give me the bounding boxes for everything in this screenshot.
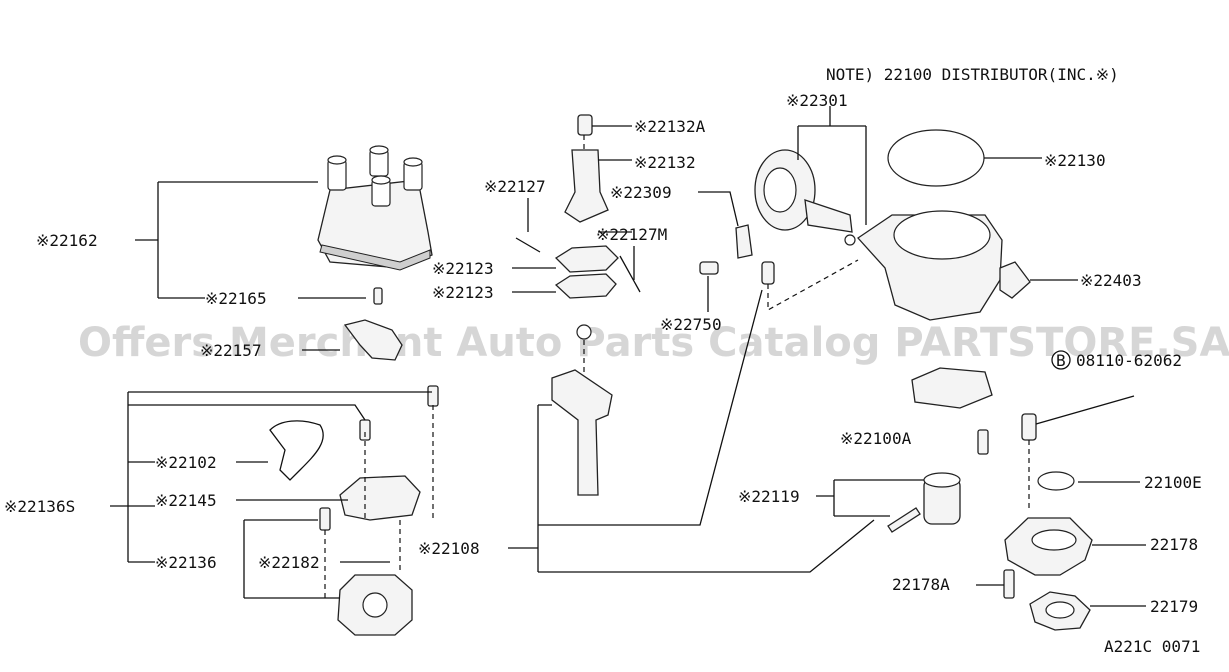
wire-22102-drawing — [269, 420, 324, 481]
rotor-pin-drawing — [373, 287, 383, 305]
label-22178: 22178 — [1150, 535, 1198, 554]
leader-22119 — [816, 479, 924, 517]
label-22309: ※22309 — [610, 183, 672, 202]
label-22750: ※22750 — [660, 315, 722, 334]
leader-22127M — [598, 231, 635, 280]
vacuum-advance-drawing — [754, 149, 856, 246]
label-08110: 08110-62062 — [1076, 351, 1182, 370]
leader-22182 — [243, 519, 390, 599]
screw-center-drawing — [761, 261, 775, 285]
oring-22100E-drawing — [1037, 471, 1075, 491]
label-22100E: 22100E — [1144, 473, 1202, 492]
label-22165: ※22165 — [205, 289, 267, 308]
leader-22108 — [508, 289, 875, 573]
distributor-housing-drawing — [857, 129, 1031, 409]
diagram-code: A221C 0071 — [1104, 637, 1200, 656]
governor-weight-lower-drawing — [554, 273, 617, 299]
label-22108: ※22108 — [418, 539, 480, 558]
label-22403: ※22403 — [1080, 271, 1142, 290]
screw-top-drawing — [427, 385, 439, 407]
screw-22750-drawing — [699, 261, 719, 275]
bracket-22157-drawing — [343, 319, 403, 361]
label-22123-lower: ※22123 — [432, 283, 494, 302]
label-22157: ※22157 — [200, 341, 262, 360]
rotor-22132-drawing — [564, 149, 609, 223]
leader-22136S — [110, 391, 432, 563]
clip-22309-drawing — [735, 224, 753, 259]
shaft-22108-drawing — [551, 369, 613, 496]
leader-08110 — [1035, 395, 1135, 425]
label-22136S: ※22136S — [4, 497, 75, 516]
screw-22132A-drawing — [577, 114, 593, 136]
label-22130: ※22130 — [1044, 151, 1106, 170]
label-22127: ※22127 — [484, 177, 546, 196]
governor-weight-upper-drawing — [554, 245, 619, 273]
pickup-assembly-drawing — [339, 475, 421, 521]
label-22301: ※22301 — [786, 91, 848, 110]
bolt-22100A-drawing — [977, 429, 989, 455]
label-22145: ※22145 — [155, 491, 217, 510]
screw-22182-drawing — [319, 507, 331, 531]
label-22132A: ※22132A — [634, 117, 706, 136]
label-22102: ※22102 — [155, 453, 217, 472]
label-22123-upper: ※22123 — [432, 259, 494, 278]
bolt-22178A-drawing — [1003, 569, 1015, 599]
label-22136: ※22136 — [155, 553, 217, 572]
bolt-08110-drawing — [1021, 413, 1037, 441]
label-22132: ※22132 — [634, 153, 696, 172]
bolt-symbol-circle — [1051, 350, 1071, 370]
leader-22162 — [135, 181, 366, 299]
label-22179: 22179 — [1150, 597, 1198, 616]
leader-22309 — [698, 191, 739, 227]
label-08110-mark: B — [1056, 351, 1066, 370]
label-22119: ※22119 — [738, 487, 800, 506]
springs-drawing — [515, 237, 641, 293]
label-22178A: 22178A — [892, 575, 950, 594]
distributor-cap-drawing — [317, 145, 433, 271]
leader-22301 — [797, 106, 867, 225]
label-22162: ※22162 — [36, 231, 98, 250]
label-22100A: ※22100A — [840, 429, 912, 448]
diagram-note: NOTE) 22100 DISTRIBUTOR(INC.※) — [826, 65, 1119, 84]
watermark: Offers Merchant Auto Parts Catalog PARTS… — [78, 320, 1229, 366]
label-22127M: ※22127M — [596, 225, 667, 244]
label-22182: ※22182 — [258, 553, 320, 572]
